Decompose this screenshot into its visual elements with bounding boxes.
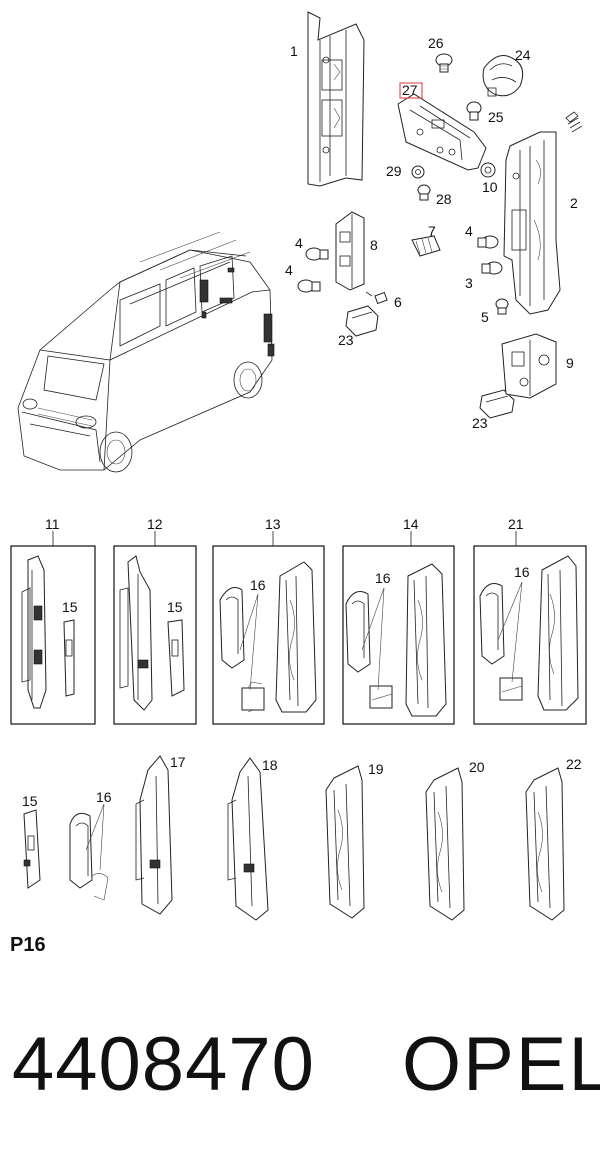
top-callouts: 1 2 3 4 4 4 5 6 7 8 9 10 23 23 24 25 26 … xyxy=(285,35,578,431)
part-19-bottom xyxy=(325,765,365,919)
van-illustration xyxy=(17,231,275,473)
part-4-bulb-a xyxy=(305,247,329,261)
callout-4c: 4 xyxy=(465,223,473,239)
callout-16c: 16 xyxy=(514,564,530,580)
part-4-bulb-b xyxy=(297,279,321,293)
callout-21: 21 xyxy=(508,516,524,532)
callout-2: 2 xyxy=(570,195,578,211)
part-16-bottom xyxy=(69,803,109,901)
callout-27: 27 xyxy=(402,82,418,98)
callout-14: 14 xyxy=(403,516,419,532)
middle-callouts: 11 12 13 14 21 15 15 16 16 16 xyxy=(45,516,530,691)
part-29-nut xyxy=(411,165,425,179)
callout-15c: 15 xyxy=(22,793,38,809)
callout-12: 12 xyxy=(147,516,163,532)
part-20-bottom xyxy=(425,767,465,921)
part-number: 4408470 xyxy=(12,1022,315,1107)
variant-box-11 xyxy=(10,531,96,725)
callout-9: 9 xyxy=(566,355,574,371)
variant-box-21 xyxy=(473,531,587,725)
callout-3: 3 xyxy=(465,275,473,291)
callout-26: 26 xyxy=(428,35,444,51)
part-28-bulb xyxy=(417,184,431,201)
part-3-bulb xyxy=(481,261,503,275)
callout-15a: 15 xyxy=(62,599,78,615)
callout-18: 18 xyxy=(262,757,278,773)
part-5-bulb xyxy=(495,298,509,315)
callout-15b: 15 xyxy=(167,599,183,615)
part-8-bracket xyxy=(335,211,365,291)
part-18-bottom xyxy=(227,757,269,921)
callout-1: 1 xyxy=(290,43,298,59)
part-10-nut xyxy=(480,162,496,178)
footer: 4408470 OPEL xyxy=(12,1020,600,1110)
part-9-bracket xyxy=(501,333,557,399)
part-27-brake-light xyxy=(397,93,487,171)
callout-16b: 16 xyxy=(375,570,391,586)
callout-20: 20 xyxy=(469,759,485,775)
callout-4b: 4 xyxy=(285,262,293,278)
variant-box-13 xyxy=(212,531,325,725)
page-reference: P16 xyxy=(10,934,46,956)
callout-19: 19 xyxy=(368,761,384,777)
callout-17: 17 xyxy=(170,754,186,770)
part-17-bottom xyxy=(135,755,173,915)
callout-23b: 23 xyxy=(472,415,488,431)
callout-28: 28 xyxy=(436,191,452,207)
callout-24: 24 xyxy=(515,47,531,63)
part-23-clip-a xyxy=(345,305,379,337)
part-22-bottom xyxy=(525,767,565,921)
brand-name: OPEL xyxy=(402,1022,600,1107)
part-6-screw xyxy=(365,291,388,305)
part-24-lamp-cap xyxy=(482,55,524,97)
callout-5: 5 xyxy=(481,309,489,325)
variant-box-12 xyxy=(113,531,197,725)
callout-16a: 16 xyxy=(250,577,266,593)
variant-box-14 xyxy=(342,531,455,725)
callout-4a: 4 xyxy=(295,235,303,251)
callout-10: 10 xyxy=(482,179,498,195)
screw-spring xyxy=(565,111,583,133)
part-26-bulb xyxy=(435,53,453,73)
callout-22: 22 xyxy=(566,756,582,772)
callout-8: 8 xyxy=(370,237,378,253)
part-25-bulb xyxy=(466,101,482,121)
part-1-left-lamp-housing xyxy=(307,11,365,187)
callout-25: 25 xyxy=(488,109,504,125)
callout-7: 7 xyxy=(428,223,436,239)
callout-13: 13 xyxy=(265,516,281,532)
part-15-bottom xyxy=(23,809,41,889)
part-23-clip-b xyxy=(479,389,515,419)
callout-29: 29 xyxy=(386,163,402,179)
callout-11: 11 xyxy=(45,516,60,532)
callout-23a: 23 xyxy=(338,332,354,348)
highlight-box-27 xyxy=(399,82,423,99)
callout-16d: 16 xyxy=(96,789,112,805)
callout-6: 6 xyxy=(394,294,402,310)
bottom-callouts: 15 16 17 18 19 20 22 xyxy=(22,754,582,809)
part-2-right-lamp-housing xyxy=(503,131,561,315)
part-7-lamp-socket xyxy=(411,235,441,257)
part-4-bulb-c xyxy=(477,235,499,249)
